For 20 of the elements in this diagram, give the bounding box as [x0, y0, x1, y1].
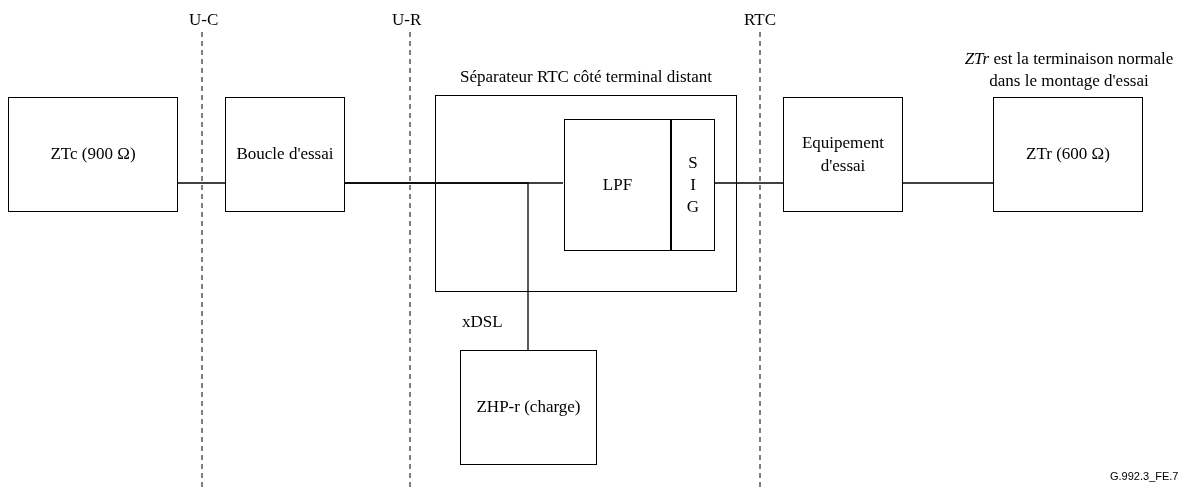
connector-line: [902, 182, 994, 184]
connector-line: [344, 182, 529, 351]
note-text: ZTr est la terminaison normale dans le montage d'essai: [964, 47, 1174, 92]
figure-id: G.992.3_FE.7: [1110, 470, 1179, 482]
box-label: ZTc (900 Ω): [49, 143, 137, 166]
process-box: [783, 97, 903, 212]
box-label: ZHP-r (charge): [475, 396, 582, 419]
connector-line: [177, 182, 226, 184]
box-label: LPF: [601, 173, 634, 196]
box-heading: Séparateur RTC côté terminal distant: [459, 65, 713, 88]
box-label: ZTr (600 Ω): [1025, 143, 1111, 166]
box-label: Equipement d'essai: [800, 132, 886, 177]
box-label: Boucle d'essai: [235, 143, 335, 166]
connector-line: [713, 182, 784, 184]
process-box: [8, 97, 178, 212]
process-box: [564, 119, 671, 251]
box-label: SIG: [686, 151, 700, 219]
process-box: [460, 350, 597, 465]
process-box: [671, 119, 715, 251]
process-box: [225, 97, 345, 212]
